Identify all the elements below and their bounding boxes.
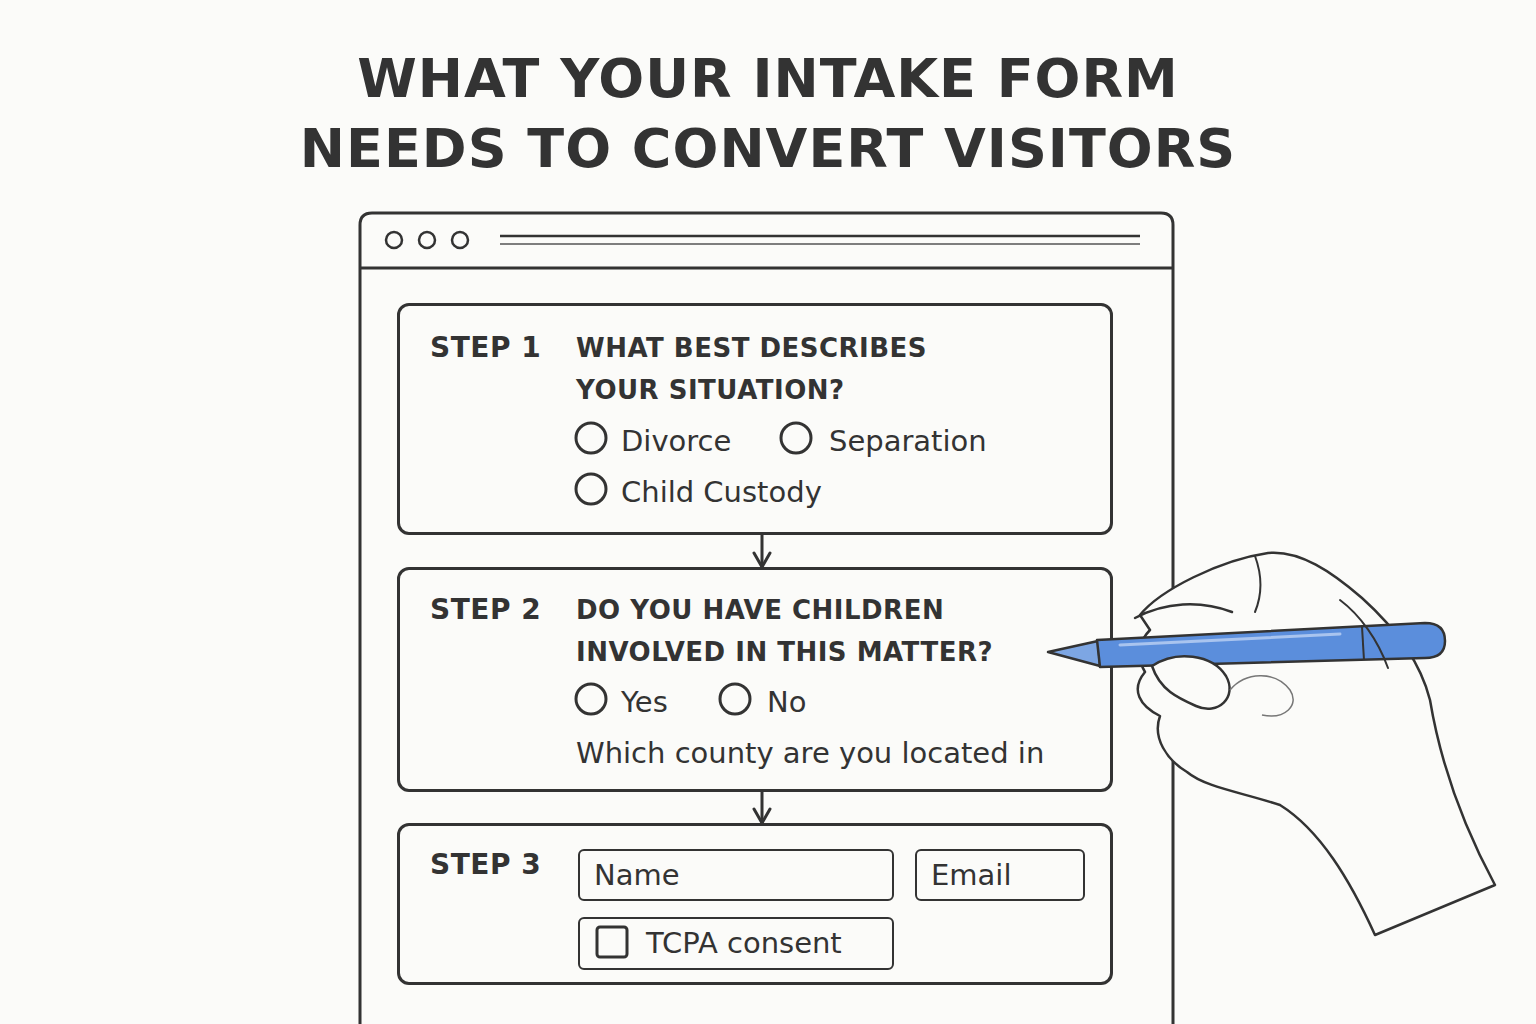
step-label: STEP 1 <box>430 327 541 369</box>
step-label: STEP 2 <box>430 589 541 631</box>
thumb <box>1152 656 1230 708</box>
checkbox <box>597 927 627 957</box>
browser-toolbar-divider <box>360 267 1173 270</box>
radio-circle <box>576 684 606 714</box>
checkbox-label: TCPA consent <box>646 922 842 964</box>
pen-tip <box>1048 641 1100 666</box>
hand-outline <box>1138 553 1495 935</box>
finger-line <box>1135 604 1232 618</box>
knuckle-shading <box>1230 676 1293 716</box>
radio-circle <box>720 684 750 714</box>
pen-band <box>1362 627 1364 660</box>
radio-option: Child Custody <box>621 472 822 512</box>
window-dot <box>419 232 435 248</box>
window-dot <box>452 232 468 248</box>
question-text: WHAT BEST DESCRIBES YOUR SITUATION? <box>576 327 1016 411</box>
flow-arrow <box>761 792 764 823</box>
field-placeholder: Name <box>594 854 680 896</box>
radio-option: Separation <box>829 421 987 461</box>
browser-frame <box>360 213 1173 1024</box>
field-placeholder: Email <box>931 854 1011 896</box>
title: WHAT YOUR INTAKE FORM NEEDS TO CONVERT V… <box>268 44 1268 184</box>
step-box: STEP 3 Name EmailTCPA consent <box>397 823 1113 985</box>
window-dot <box>386 232 402 248</box>
pen-highlight <box>1120 634 1340 645</box>
input-field: Name <box>578 849 894 901</box>
pen-body <box>1097 623 1445 667</box>
address-bar-line <box>500 235 1140 238</box>
radio-circle <box>781 423 811 453</box>
radio-circle <box>576 423 606 453</box>
consent-field: TCPA consent <box>578 917 894 970</box>
radio-option: Divorce <box>621 421 731 461</box>
step-label: STEP 3 <box>430 844 541 886</box>
radio-option: Yes <box>621 682 668 722</box>
input-field: Email <box>915 849 1085 901</box>
field-prompt: Which county are you located in <box>576 733 1106 773</box>
step-box: STEP 2 DO YOU HAVE CHILDREN INVOLVED IN T… <box>397 567 1113 792</box>
finger-line <box>1255 556 1260 612</box>
radio-option: No <box>767 682 806 722</box>
step-box: STEP 1 WHAT BEST DESCRIBES YOUR SITUATION… <box>397 303 1113 535</box>
question-text: DO YOU HAVE CHILDREN INVOLVED IN THIS MA… <box>576 589 1096 673</box>
flow-arrow <box>761 535 764 567</box>
address-bar-line <box>500 243 1140 245</box>
wrist-line <box>1340 600 1388 668</box>
radio-circle <box>576 474 606 504</box>
